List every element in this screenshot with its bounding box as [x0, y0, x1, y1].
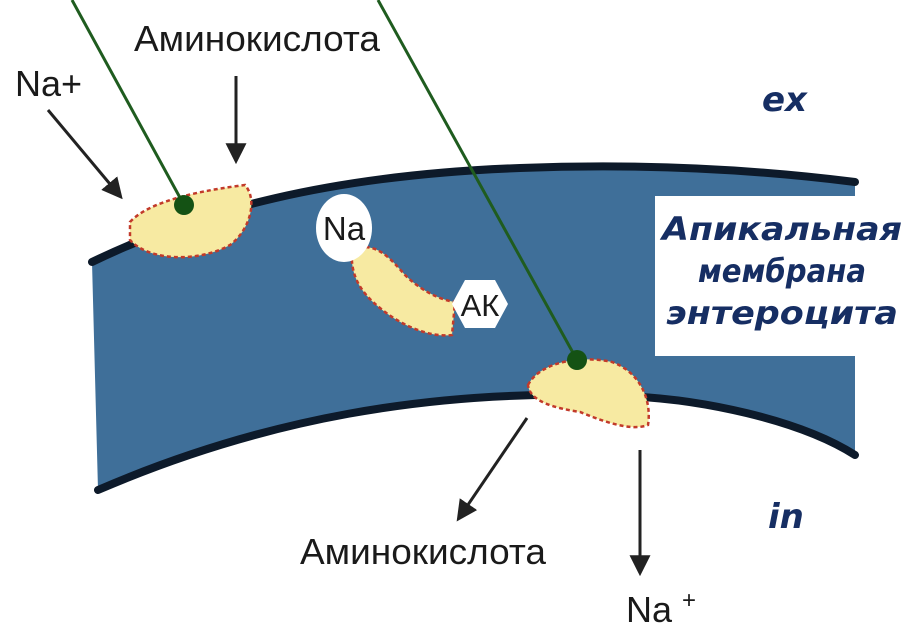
label-amino-acid-bottom: Аминокислота [300, 531, 547, 572]
label-na-plus-bottom-sup: + [682, 587, 696, 614]
label-membrane-line2: мембрана [698, 252, 866, 290]
pointer-dot-right [567, 350, 587, 370]
label-na-plus-left: Na+ [15, 63, 82, 104]
arrow-amino-out [459, 418, 527, 518]
label-in: in [768, 497, 804, 537]
label-na-plus-bottom-base: Na [626, 589, 673, 630]
label-membrane-line3: энтероцита [666, 294, 898, 332]
label-na-plus-bottom: Na + [626, 587, 696, 630]
label-amino-acid-top: Аминокислота [134, 18, 381, 59]
label-ak-in-complex: АК [461, 288, 500, 323]
pointer-dot-left [174, 195, 194, 215]
arrow-na-in [48, 110, 120, 196]
label-ex: ex [762, 80, 808, 120]
label-na-in-complex: Na [323, 210, 366, 247]
label-membrane-line1: Апикальная [659, 210, 902, 248]
